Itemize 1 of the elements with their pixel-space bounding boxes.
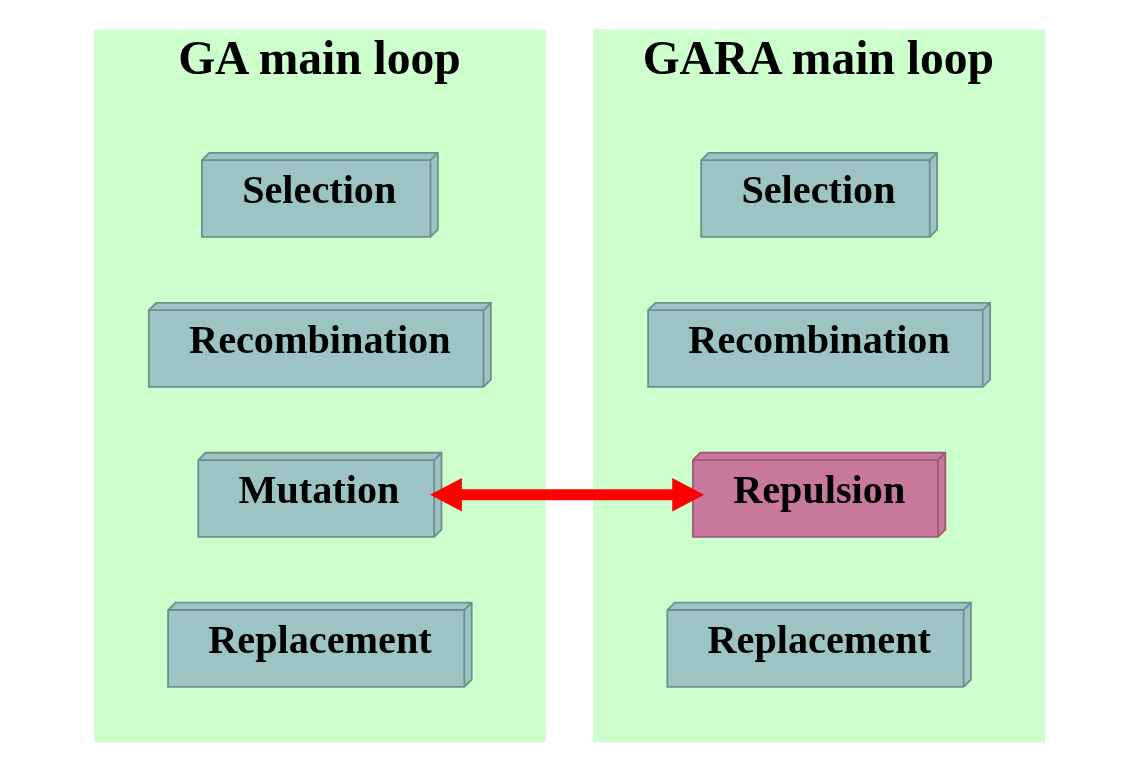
arrow bbox=[429, 478, 704, 512]
